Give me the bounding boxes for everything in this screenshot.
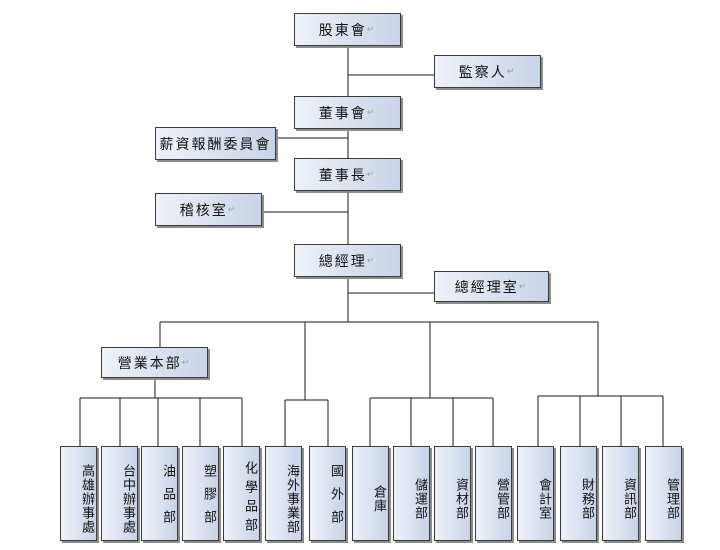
president-box: 總經理↵: [294, 244, 401, 277]
admin-dept-label: 管理部: [664, 477, 679, 520]
supervisor-box: 監察人↵: [434, 55, 541, 88]
it-dept-box: 資訊部: [602, 446, 639, 541]
kaohsiung-office-label: 高雄辦事處: [79, 463, 94, 534]
warehouse-label: 倉庫: [371, 484, 386, 513]
overseas-business-dept-label: 海外事業部: [284, 463, 299, 534]
sales-hq-label: 營業本部: [117, 355, 182, 372]
finance-dept-label: 財務部: [579, 477, 594, 520]
shareholders-meeting-label: 股東會: [318, 22, 367, 39]
accounting-office-label: 會計室: [536, 477, 551, 520]
finance-dept-box: 財務部: [560, 446, 597, 541]
president-office-label: 總經理室: [454, 279, 519, 296]
chemicals-dept-box: 化學品部: [223, 446, 260, 541]
taichung-office-label: 台中辦事處: [120, 463, 135, 534]
salary-committee-label: 薪資報酬委員會: [159, 136, 272, 153]
salary-committee-box: 薪資報酬委員會: [155, 127, 276, 160]
board-of-directors-label: 董事會: [318, 105, 367, 122]
accounting-office-box: 會計室: [517, 446, 554, 541]
kaohsiung-office-box: 高雄辦事處: [60, 446, 97, 541]
president-label: 總經理: [318, 253, 367, 270]
oil-products-dept-box: 油品部: [141, 446, 178, 541]
plastics-dept-box: 塑膠部: [182, 446, 219, 541]
operations-mgmt-dept-box: 營管部: [475, 446, 512, 541]
audit-office-box: 稽核室↵: [155, 193, 262, 226]
logistics-dept-box: 儲運部: [393, 446, 430, 541]
sales-hq-box: 營業本部↵: [101, 347, 208, 378]
logistics-dept-label: 儲運部: [412, 477, 427, 520]
chairman-box: 董事長↵: [294, 158, 401, 191]
materials-dept-box: 資材部: [434, 446, 471, 541]
admin-dept-box: 管理部: [645, 446, 682, 541]
taichung-office-box: 台中辦事處: [101, 446, 138, 541]
chairman-label: 董事長: [318, 167, 367, 184]
operations-mgmt-dept-label: 營管部: [494, 477, 509, 520]
shareholders-meeting-box: 股東會↵: [294, 13, 401, 46]
oil-products-dept-label: 油品部: [160, 464, 175, 533]
foreign-dept-box: 國外部: [309, 446, 346, 541]
chemicals-dept-label: 化學品部: [242, 460, 257, 537]
foreign-dept-label: 國外部: [328, 464, 343, 533]
it-dept-label: 資訊部: [621, 477, 636, 520]
audit-office-label: 稽核室: [179, 202, 228, 219]
plastics-dept-label: 塑膠部: [201, 464, 216, 533]
overseas-business-dept-box: 海外事業部: [265, 446, 302, 541]
board-of-directors-box: 董事會↵: [294, 96, 401, 129]
president-office-box: 總經理室↵: [434, 271, 549, 302]
supervisor-label: 監察人: [458, 64, 507, 81]
warehouse-box: 倉庫: [352, 446, 389, 541]
materials-dept-label: 資材部: [453, 477, 468, 520]
